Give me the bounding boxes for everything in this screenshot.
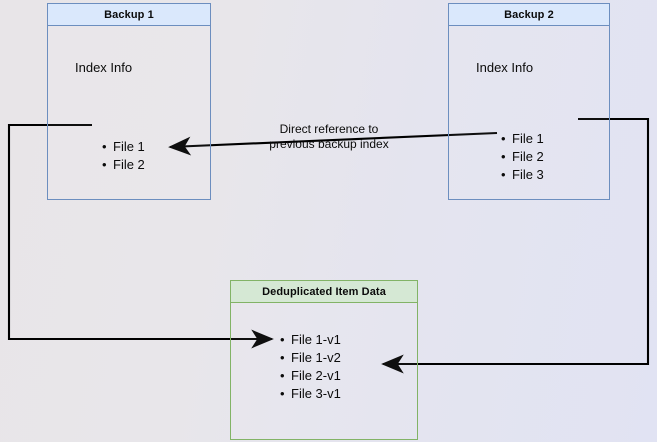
list-item[interactable]: File 1-v1 — [280, 331, 341, 349]
list-item[interactable]: File 1 — [501, 130, 544, 148]
backup-2-file-list: File 1 File 2 File 3 — [498, 130, 544, 184]
backup-1-body: Index Info File 1 File 2 — [47, 26, 211, 200]
list-item[interactable]: File 2-v1 — [280, 367, 341, 385]
backup-1-section-label: Index Info — [75, 60, 133, 75]
list-item[interactable]: File 2 — [102, 156, 145, 174]
list-item[interactable]: File 2 — [501, 148, 544, 166]
dedup-header: Deduplicated Item Data — [230, 280, 418, 303]
list-item[interactable]: File 1-v2 — [280, 349, 341, 367]
backup-2-body: Index Info File 1 File 2 File 3 — [448, 26, 610, 200]
dedup-body: File 1-v1 File 1-v2 File 2-v1 File 3-v1 — [230, 303, 418, 440]
backup-2-header: Backup 2 — [448, 3, 610, 26]
list-item[interactable]: File 3 — [501, 166, 544, 184]
edge-label-direct-reference: Direct reference to previous backup inde… — [269, 122, 389, 151]
node-backup-1[interactable]: Backup 1 Index Info File 1 File 2 — [47, 3, 211, 200]
backup-1-header: Backup 1 — [47, 3, 211, 26]
backup-2-section-label: Index Info — [476, 60, 534, 75]
list-item[interactable]: File 3-v1 — [280, 385, 341, 403]
dedup-item-list: File 1-v1 File 1-v2 File 2-v1 File 3-v1 — [277, 331, 341, 403]
node-deduplicated-item-data[interactable]: Deduplicated Item Data File 1-v1 File 1-… — [230, 280, 418, 440]
list-item[interactable]: File 1 — [102, 138, 145, 156]
backup-1-file-list: File 1 File 2 — [99, 138, 145, 174]
node-backup-2[interactable]: Backup 2 Index Info File 1 File 2 File 3 — [448, 3, 610, 200]
